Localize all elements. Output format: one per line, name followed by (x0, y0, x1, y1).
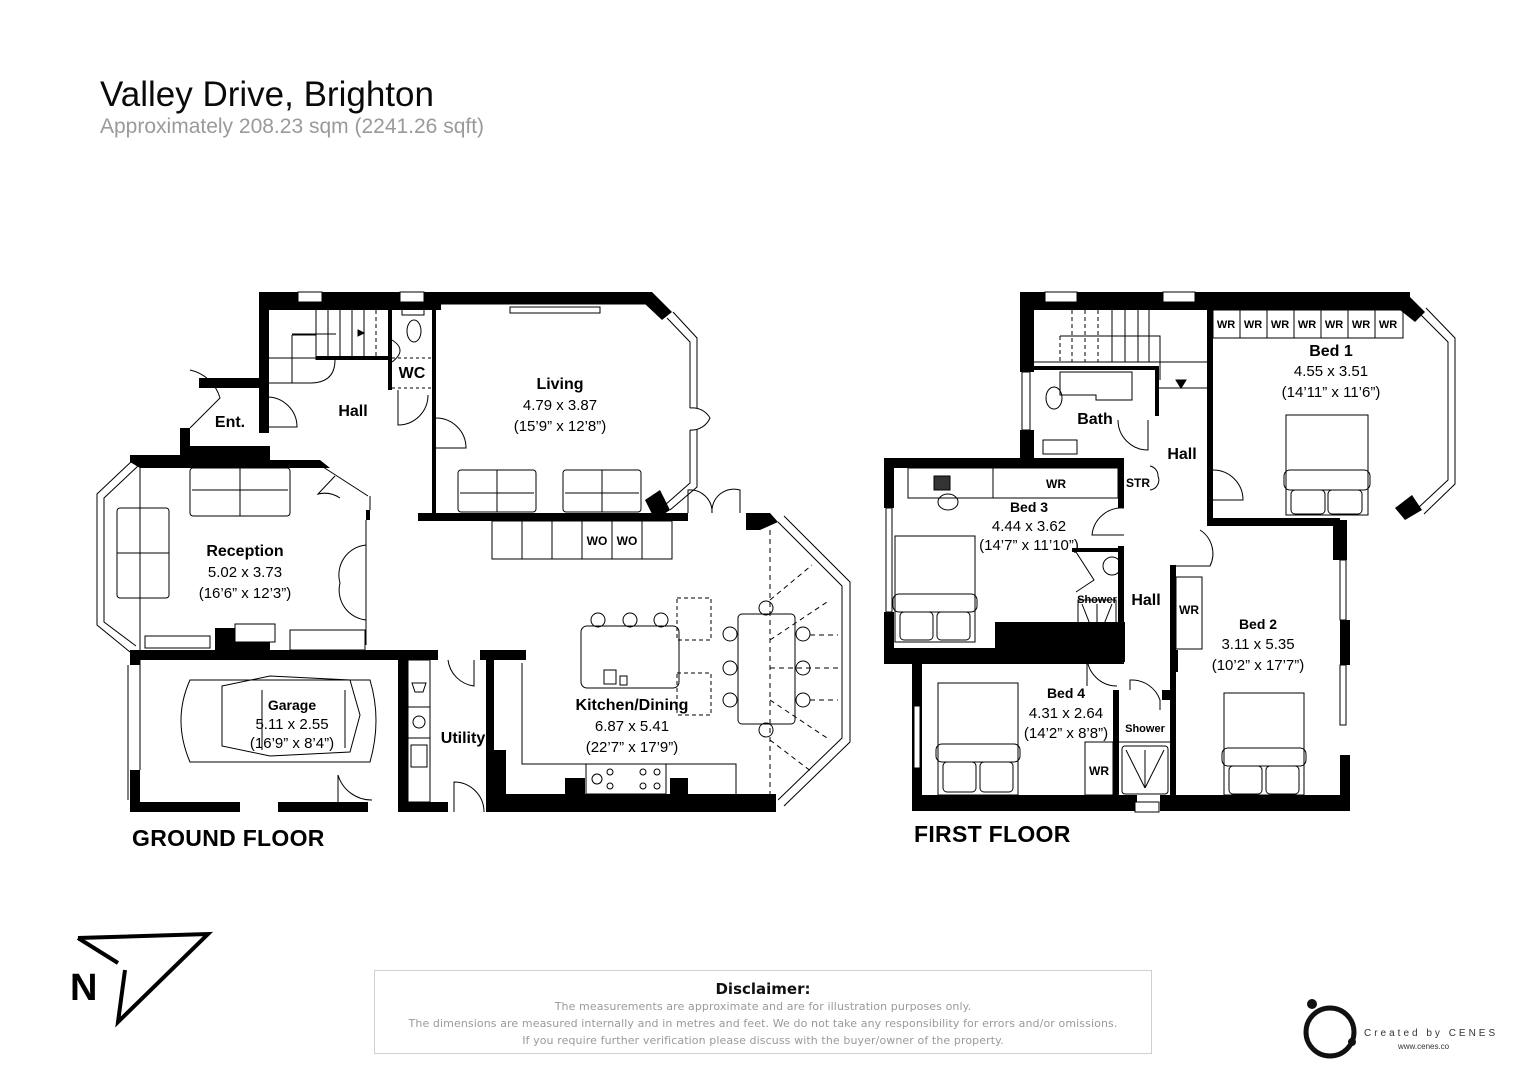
wardrobe-label: WR (1379, 319, 1397, 331)
bed2-wr-label: WR (1179, 603, 1199, 617)
brand-name: Created by CENES (1364, 1028, 1499, 1039)
property-area: Approximately 208.23 sqm (2241.26 sqft) (100, 115, 485, 138)
room-bed1-metric: 4.55 x 3.51 (1294, 363, 1368, 380)
room-wc-label: WC (399, 365, 426, 382)
room-bath-label: Bath (1077, 411, 1113, 428)
bed3-wr-label: WR (1046, 477, 1066, 491)
wardrobe-label: WR (1271, 319, 1289, 331)
first-walls (884, 292, 1425, 811)
room-reception-label: Reception (206, 543, 283, 560)
disclaimer-box: Disclaimer: The measurements are approxi… (374, 970, 1152, 1054)
wardrobe-label: WR (1352, 319, 1370, 331)
first-floor-plan (884, 291, 1456, 813)
cenes-logo-icon (1303, 999, 1357, 1059)
ground-floor-label: GROUND FLOOR (132, 825, 325, 851)
room-bed2-label: Bed 2 (1239, 616, 1277, 632)
room-bed4-label: Bed 4 (1047, 685, 1085, 701)
room-bed4-metric: 4.31 x 2.64 (1029, 705, 1103, 722)
room-utility-label: Utility (441, 730, 486, 747)
wardrobe-label: WR (1244, 319, 1262, 331)
ground-floor-plan (96, 291, 851, 813)
roof-lantern (769, 530, 838, 800)
staircase-upper (1034, 310, 1207, 389)
kitchen-wall-units (491, 520, 673, 560)
room-garage-imperial: (16’9” x 8’4”) (250, 735, 334, 752)
room-bed1-label: Bed 1 (1309, 343, 1353, 360)
wardrobe-label: WR (1217, 319, 1235, 331)
room-reception-metric: 5.02 x 3.73 (208, 564, 282, 581)
compass-label: N (70, 967, 97, 1009)
staircase (269, 310, 377, 384)
room-hall-upper-label: Hall (1167, 446, 1196, 463)
room-kitchen-imperial: (22’7” x 17’9”) (586, 739, 679, 756)
room-living-metric: 4.79 x 3.87 (523, 397, 597, 414)
disclaimer-line: If you require further verification plea… (522, 1034, 1004, 1047)
room-bed3-label: Bed 3 (1010, 499, 1048, 515)
room-shower1-label: Shower (1077, 594, 1117, 606)
room-kitchen-label: Kitchen/Dining (576, 697, 689, 714)
room-hall-lower-label: Hall (1131, 592, 1160, 609)
room-bed3-imperial: (14’7” x 11’10”) (979, 537, 1079, 554)
wardrobe-label: WR (1325, 319, 1343, 331)
room-ent-label: Ent. (215, 414, 245, 431)
property-title: Valley Drive, Brighton (100, 75, 434, 114)
disclaimer-line: The measurements are approximate and are… (554, 1000, 972, 1013)
wo-label: WO (587, 534, 608, 548)
brand-url: www.cenes.co (1398, 1042, 1450, 1051)
bed4-wr-label: WR (1089, 764, 1109, 778)
disclaimer-title: Disclaimer: (715, 980, 811, 998)
room-garage-label: Garage (268, 697, 316, 713)
room-bed1-imperial: (14’11” x 11’6”) (1282, 384, 1381, 401)
wo-label: WO (617, 534, 638, 548)
car-icon (180, 675, 377, 763)
room-kitchen-metric: 6.87 x 5.41 (595, 718, 669, 735)
room-living-imperial: (15’9” x 12’8”) (514, 418, 607, 435)
room-bed3-metric: 4.44 x 3.62 (992, 518, 1066, 535)
north-arrow-icon (76, 931, 214, 1028)
room-shower2-label: Shower (1125, 723, 1165, 735)
disclaimer-line: The dimensions are measured internally a… (408, 1017, 1118, 1030)
first-floor-label: FIRST FLOOR (914, 821, 1071, 847)
wardrobe-label: WR (1298, 319, 1316, 331)
room-bed4-imperial: (14’2” x 8’8”) (1024, 725, 1108, 742)
bed1-wardrobes (1212, 309, 1404, 339)
room-bed2-metric: 3.11 x 5.35 (1221, 636, 1294, 653)
room-garage-metric: 5.11 x 2.55 (255, 716, 328, 733)
room-bed2-imperial: (10’2” x 17’7”) (1212, 657, 1305, 674)
room-living-label: Living (536, 376, 583, 393)
room-hall-label: Hall (338, 403, 367, 420)
cenes-branding: Created by CENES www.cenes.co (1300, 992, 1510, 1062)
room-reception-imperial: (16’6” x 12’3”) (199, 585, 292, 602)
bed-icons (892, 414, 1371, 796)
room-str-label: STR (1126, 476, 1150, 490)
